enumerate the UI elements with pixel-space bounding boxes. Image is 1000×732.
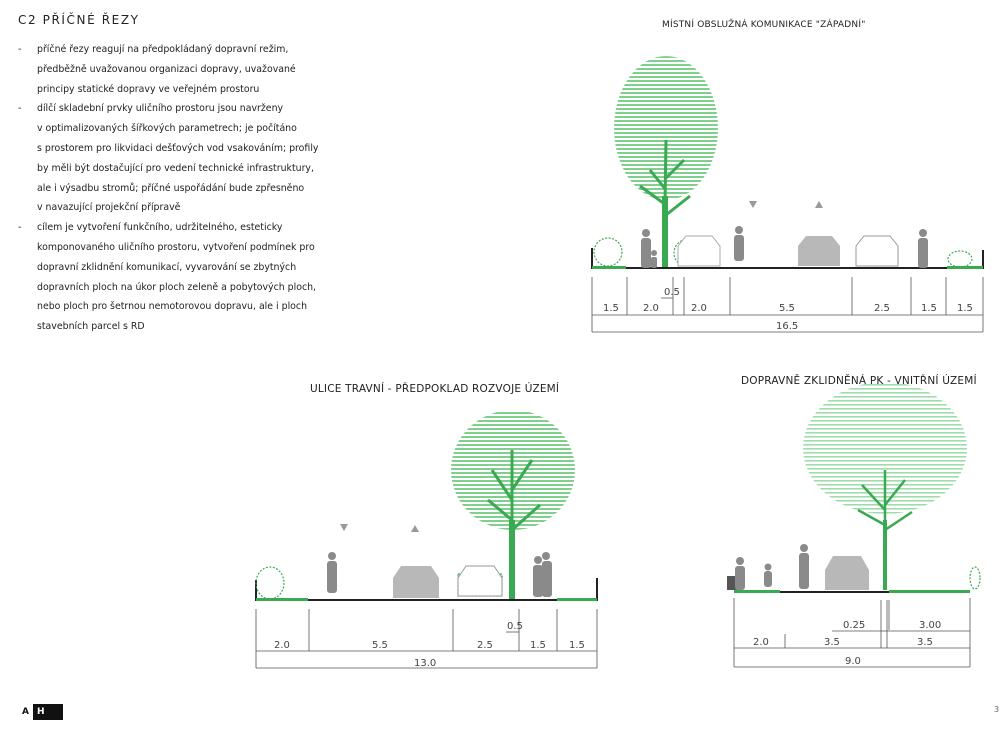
dimension-label: 1.5 <box>603 303 619 314</box>
dimension-label: 1.5 <box>530 640 546 651</box>
dimension-label: 2.0 <box>274 640 290 651</box>
bullet-text: cílem je vytvoření funkčního, udržitelné… <box>37 222 317 333</box>
bullet-dash: - <box>18 103 22 115</box>
dimension-label: 0.25 <box>843 620 865 631</box>
dimension-label: 5.5 <box>779 303 795 314</box>
dimension-label: 2.0 <box>643 303 659 314</box>
dimension-label: 3.5 <box>917 637 933 648</box>
dimension-label: 2.0 <box>753 637 769 648</box>
logo-box: H <box>32 704 63 720</box>
bullet-item: - cílem je vytvoření funkčního, udržiteln… <box>18 218 348 337</box>
dimension-label: 1.5 <box>957 303 973 314</box>
dimensions-pk <box>733 598 971 668</box>
car-icon <box>393 565 503 598</box>
pedestrian-icon <box>327 552 552 597</box>
ground-pk <box>734 590 970 593</box>
section-title-pk: DOPRAVNĚ ZKLIDNĚNÁ PK - VNITŘNÍ ÚZEMÍ <box>741 375 977 387</box>
section-title-zapadni: MÍSTNÍ OBSLUŽNÁ KOMUNIKACE "ZÁPADNÍ" <box>662 20 866 30</box>
dimension-label: 5.5 <box>372 640 388 651</box>
dimension-label: 2.5 <box>874 303 890 314</box>
car-icon <box>677 235 899 267</box>
bullet-dash: - <box>18 222 22 234</box>
bullet-text: dílčí skladební prvky uličního prostoru … <box>37 103 319 214</box>
dimension-label: 1.5 <box>921 303 937 314</box>
dimension-label: 3.5 <box>824 637 840 648</box>
dimensions-travni <box>255 609 598 669</box>
section-title-travni: ULICE TRAVNÍ - PŘEDPOKLAD ROZVOJE ÚZEMÍ <box>310 383 560 395</box>
tree-zapadni <box>614 56 718 269</box>
page-title: C2 PŘÍČNÉ ŘEZY <box>18 13 140 27</box>
bullet-item: - dílčí skladební prvky uličního prostoru… <box>18 99 348 218</box>
pedestrian-icon <box>727 544 809 590</box>
direction-arrow-icon <box>340 524 419 532</box>
car-icon <box>825 556 869 590</box>
dimension-total: 9.0 <box>845 656 861 667</box>
bullet-item: - příčné řezy reagují na předpokládaný do… <box>18 40 348 99</box>
shrub-icon <box>969 566 981 590</box>
ground-zapadni <box>591 248 984 269</box>
ground-travni <box>255 578 598 601</box>
direction-arrow-icon <box>749 201 823 208</box>
page-number: 3 <box>994 705 1000 714</box>
logo-letter: A <box>22 707 29 717</box>
bullet-list: - příčné řezy reagují na předpokládaný do… <box>18 40 348 337</box>
tree-pk <box>803 382 967 590</box>
bullet-dash: - <box>18 44 22 55</box>
dimension-label: 2.5 <box>477 640 493 651</box>
tree-travni <box>451 410 575 600</box>
bullet-text: příčné řezy reagují na předpokládaný dop… <box>37 44 296 95</box>
dimension-label: 0.5 <box>664 287 680 298</box>
dimension-total: 13.0 <box>414 658 436 669</box>
dimension-label: 2.0 <box>691 303 707 314</box>
dimension-label: 1.5 <box>569 640 585 651</box>
dimension-label: 0.5 <box>507 621 523 632</box>
logo: A H <box>22 704 63 720</box>
pedestrian-icon <box>641 226 928 268</box>
dimension-label: 3.00 <box>919 620 941 631</box>
dimension-total: 16.5 <box>776 321 798 332</box>
dimensions-zapadni <box>591 277 984 333</box>
